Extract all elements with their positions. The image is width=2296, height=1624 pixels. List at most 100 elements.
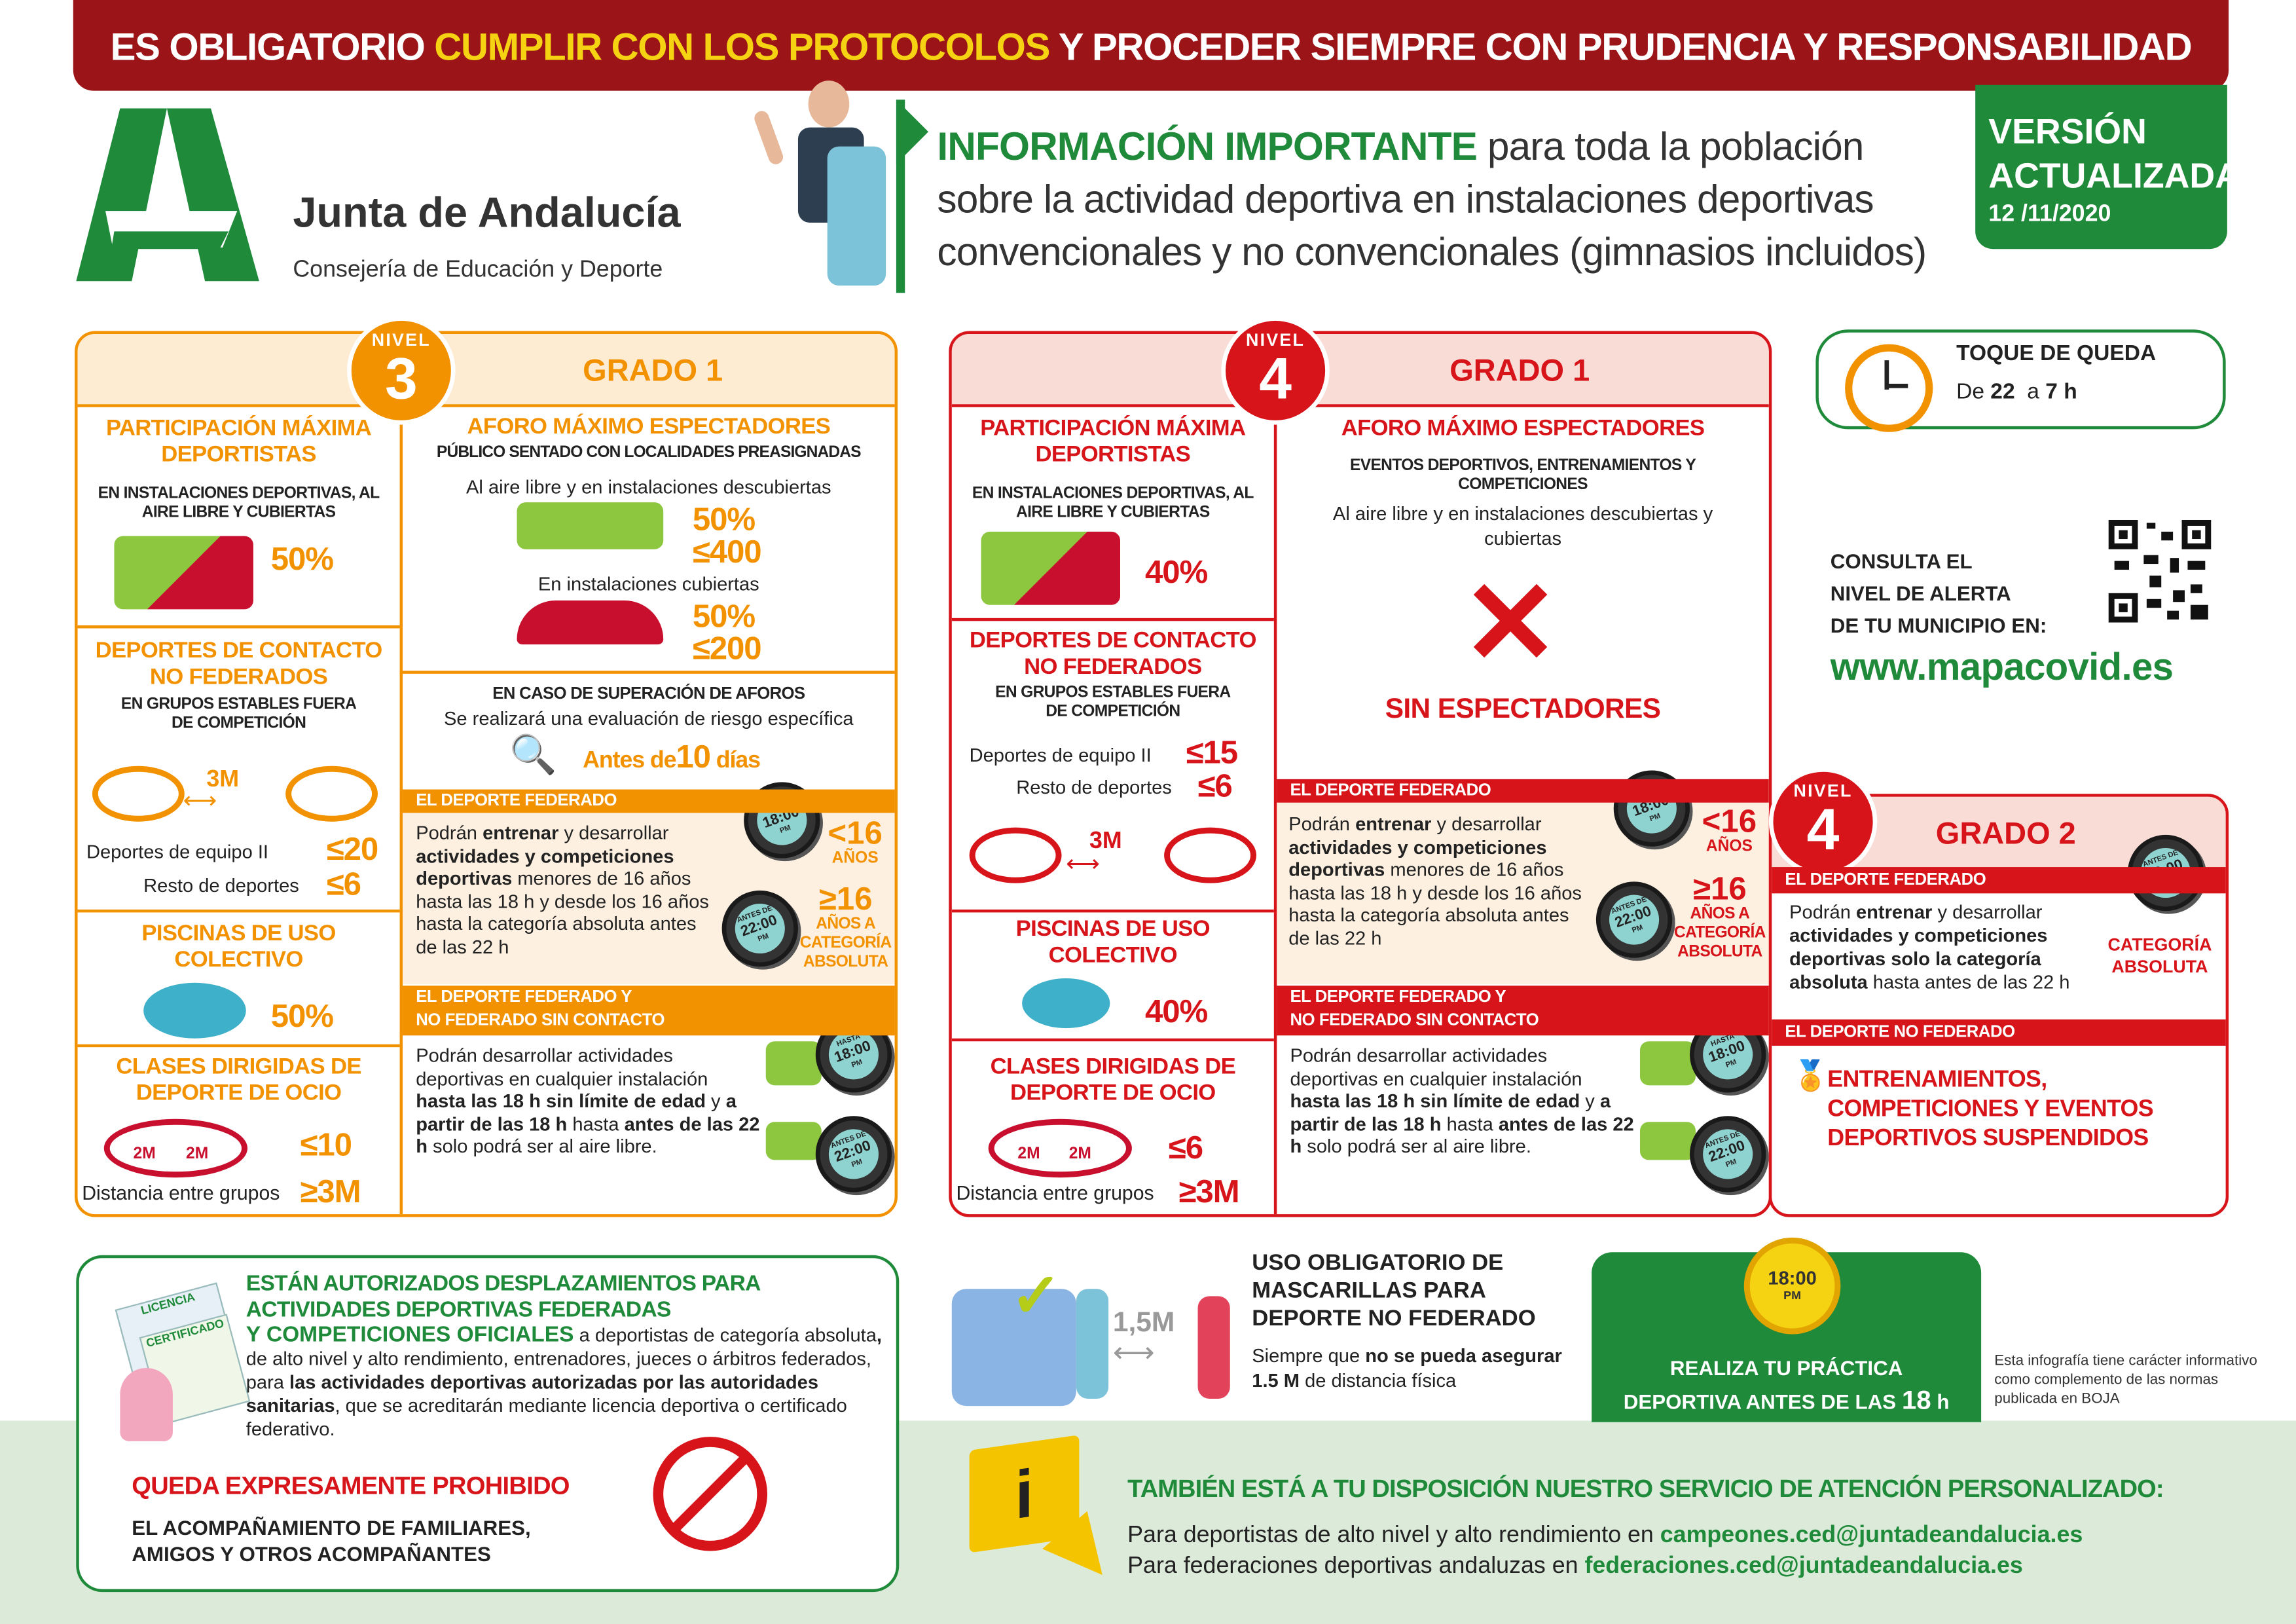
federado-bar: EL DEPORTE FEDERADO [1277,779,1769,803]
indoor-max: ≤200 [692,629,762,667]
panel-header [77,333,895,405]
gap-label: 2M [186,1145,209,1163]
qr-code-icon [2105,517,2214,626]
text: y [705,1090,726,1112]
under-label: AÑOS [1705,838,1753,856]
junta-logo-icon [76,108,259,282]
text: NIVEL [371,329,431,350]
clases-value: ≤10 [300,1126,353,1163]
desplazamientos-text: Y COMPETICIONES OFICIALES a deportistas … [246,1323,884,1441]
green-arrow-icon [896,100,929,293]
clases-value: ≤6 [1168,1129,1203,1166]
pool-illustration [1022,978,1110,1029]
text: NIVEL [1793,781,1853,802]
under-value: <16 [1702,802,1757,840]
group-ring-icon [969,827,1062,883]
text: DEPORTIVA ANTES DE LAS [1623,1390,1902,1414]
text: hasta antes de las 22 h [1867,970,2070,993]
bar-line2: NO FEDERADO SIN CONTACTO [416,1012,665,1030]
indoor-pct: 50% [692,597,756,635]
dist-value: ≥3M [300,1173,361,1210]
no-spectators-cross-icon: ✕ [1461,558,1560,689]
text: 4 [1259,347,1292,412]
text: Podrán [1789,900,1856,923]
under-value: <16 [828,814,883,851]
text: hasta [567,1112,625,1135]
version-date: 12 /11/2020 [1988,202,2111,227]
text: y desarrollar [1431,813,1542,835]
piscinas-value: 50% [270,997,334,1035]
toque-de-queda-box: TOQUE DE QUEDA De 22 a 7 h [1815,329,2226,432]
no-federado-bar: EL DEPORTE NO FEDERADO [1772,1019,2226,1046]
group-ring-icon [92,766,185,822]
outdoor-label: Al aire libre y en instalaciones descubi… [466,475,831,498]
participacion-sub: EN INSTALACIONES DEPORTIVAS, AL AIRE LIB… [972,485,1254,522]
indoor-label: En instalaciones cubiertas [538,572,759,595]
piscinas-title: PISCINAS DE USO COLECTIVO [1015,917,1211,969]
aforo-title: AFORO MÁXIMO ESPECTADORES [1341,416,1705,441]
distance-label: 3M [206,767,240,793]
bold-text: entrenar [483,821,559,844]
aforo-title: AFORO MÁXIMO ESPECTADORES [467,414,831,439]
email-federaciones-link[interactable]: federaciones.ced@juntadeandalucia.es [1584,1554,2023,1579]
bold-text: no se pueda asegurar 1.5 M [1252,1344,1562,1392]
over-label: AÑOS A CATEGORÍA ABSOLUTA [799,915,892,971]
text: de distancia física [1300,1369,1457,1392]
participacion-value: 50% [270,540,334,578]
boja-note: Esta infografía tiene carácter informati… [1994,1353,2257,1408]
brand-department: Consejería de Educación y Deporte [293,257,663,283]
federado-text: Podrán entrenar y desarrollar actividade… [1789,901,2094,995]
equipo-value: ≤15 [1186,733,1239,771]
text: hasta [1441,1112,1499,1135]
bold-text: actividades y competiciones deportivas s… [1789,924,2048,993]
version-line2: ACTUALIZADA [1988,157,2240,196]
bold-text: entrenar [1355,813,1432,835]
toque-hours: De 22 a 7 h [1956,379,2077,404]
prohibido-text: EL ACOMPAÑAMIENTO DE FAMILIARES, AMIGOS … [132,1515,531,1566]
text: Podrán desarrollar actividades deportiva… [1290,1044,1582,1089]
banner-text: ES OBLIGATORIO [110,25,435,69]
person-illustration [1076,1289,1109,1399]
indoor-values: 50%≤200 [692,597,762,667]
double-arrow-icon: ⟷ [1112,1337,1155,1370]
email-campeones-link[interactable]: campeones.ced@juntadeandalucia.es [1660,1523,2083,1549]
text: solo podrá ser al aire libre. [427,1135,657,1157]
field-illustration [765,1041,822,1086]
check-icon: ✓ [1010,1261,1062,1330]
grado-label: GRADO 1 [583,354,723,388]
superacion-title: EN CASO DE SUPERACIÓN DE AFOROS [492,685,805,703]
text: DE TU MUNICIPIO EN: [1830,614,2047,637]
text: y desarrollar [1932,900,2043,923]
bar-line2: NO FEDERADO SIN CONTACTO [1290,1012,1539,1030]
bold-text: actividades y competiciones deportivas [1288,835,1547,881]
equipo-value: ≤20 [326,830,379,868]
distance-label: 1,5M [1112,1308,1175,1339]
text: a deportistas de categoría absoluta [574,1323,877,1346]
prohibited-sign-icon [653,1437,767,1551]
bold-text: hasta las 18 h sin límite de edad [416,1090,706,1112]
grado-label: GRADO 1 [1449,354,1590,388]
pool-illustration [143,982,246,1039]
sin-contacto-text: Podrán desarrollar actividades deportiva… [416,1044,760,1158]
text: 18 [1901,1385,1931,1415]
mapacovid-link[interactable]: www.mapacovid.es [1830,644,2174,689]
nivel-4-grado-1-panel: GRADO 1 PARTICIPACIÓN MÁXIMA DEPORTISTAS… [949,331,1772,1217]
text: 7 h [2045,379,2077,405]
contacto-sub: EN GRUPOS ESTABLES FUERA DE COMPETICIÓN [995,684,1231,721]
toque-title: TOQUE DE QUEDA [1956,341,2157,367]
atencion-contacts: Para deportistas de alto nivel y alto re… [1127,1521,2083,1582]
suspendidos-text: ENTRENAMIENTOS, COMPETICIONES Y EVENTOS … [1827,1067,2153,1151]
atencion-title: TAMBIÉN ESTÁ A TU DISPOSICIÓN NUESTRO SE… [1127,1475,2164,1503]
participacion-sub: EN INSTALACIONES DEPORTIVAS, AL AIRE LIB… [98,485,380,522]
panel-header [951,333,1769,405]
